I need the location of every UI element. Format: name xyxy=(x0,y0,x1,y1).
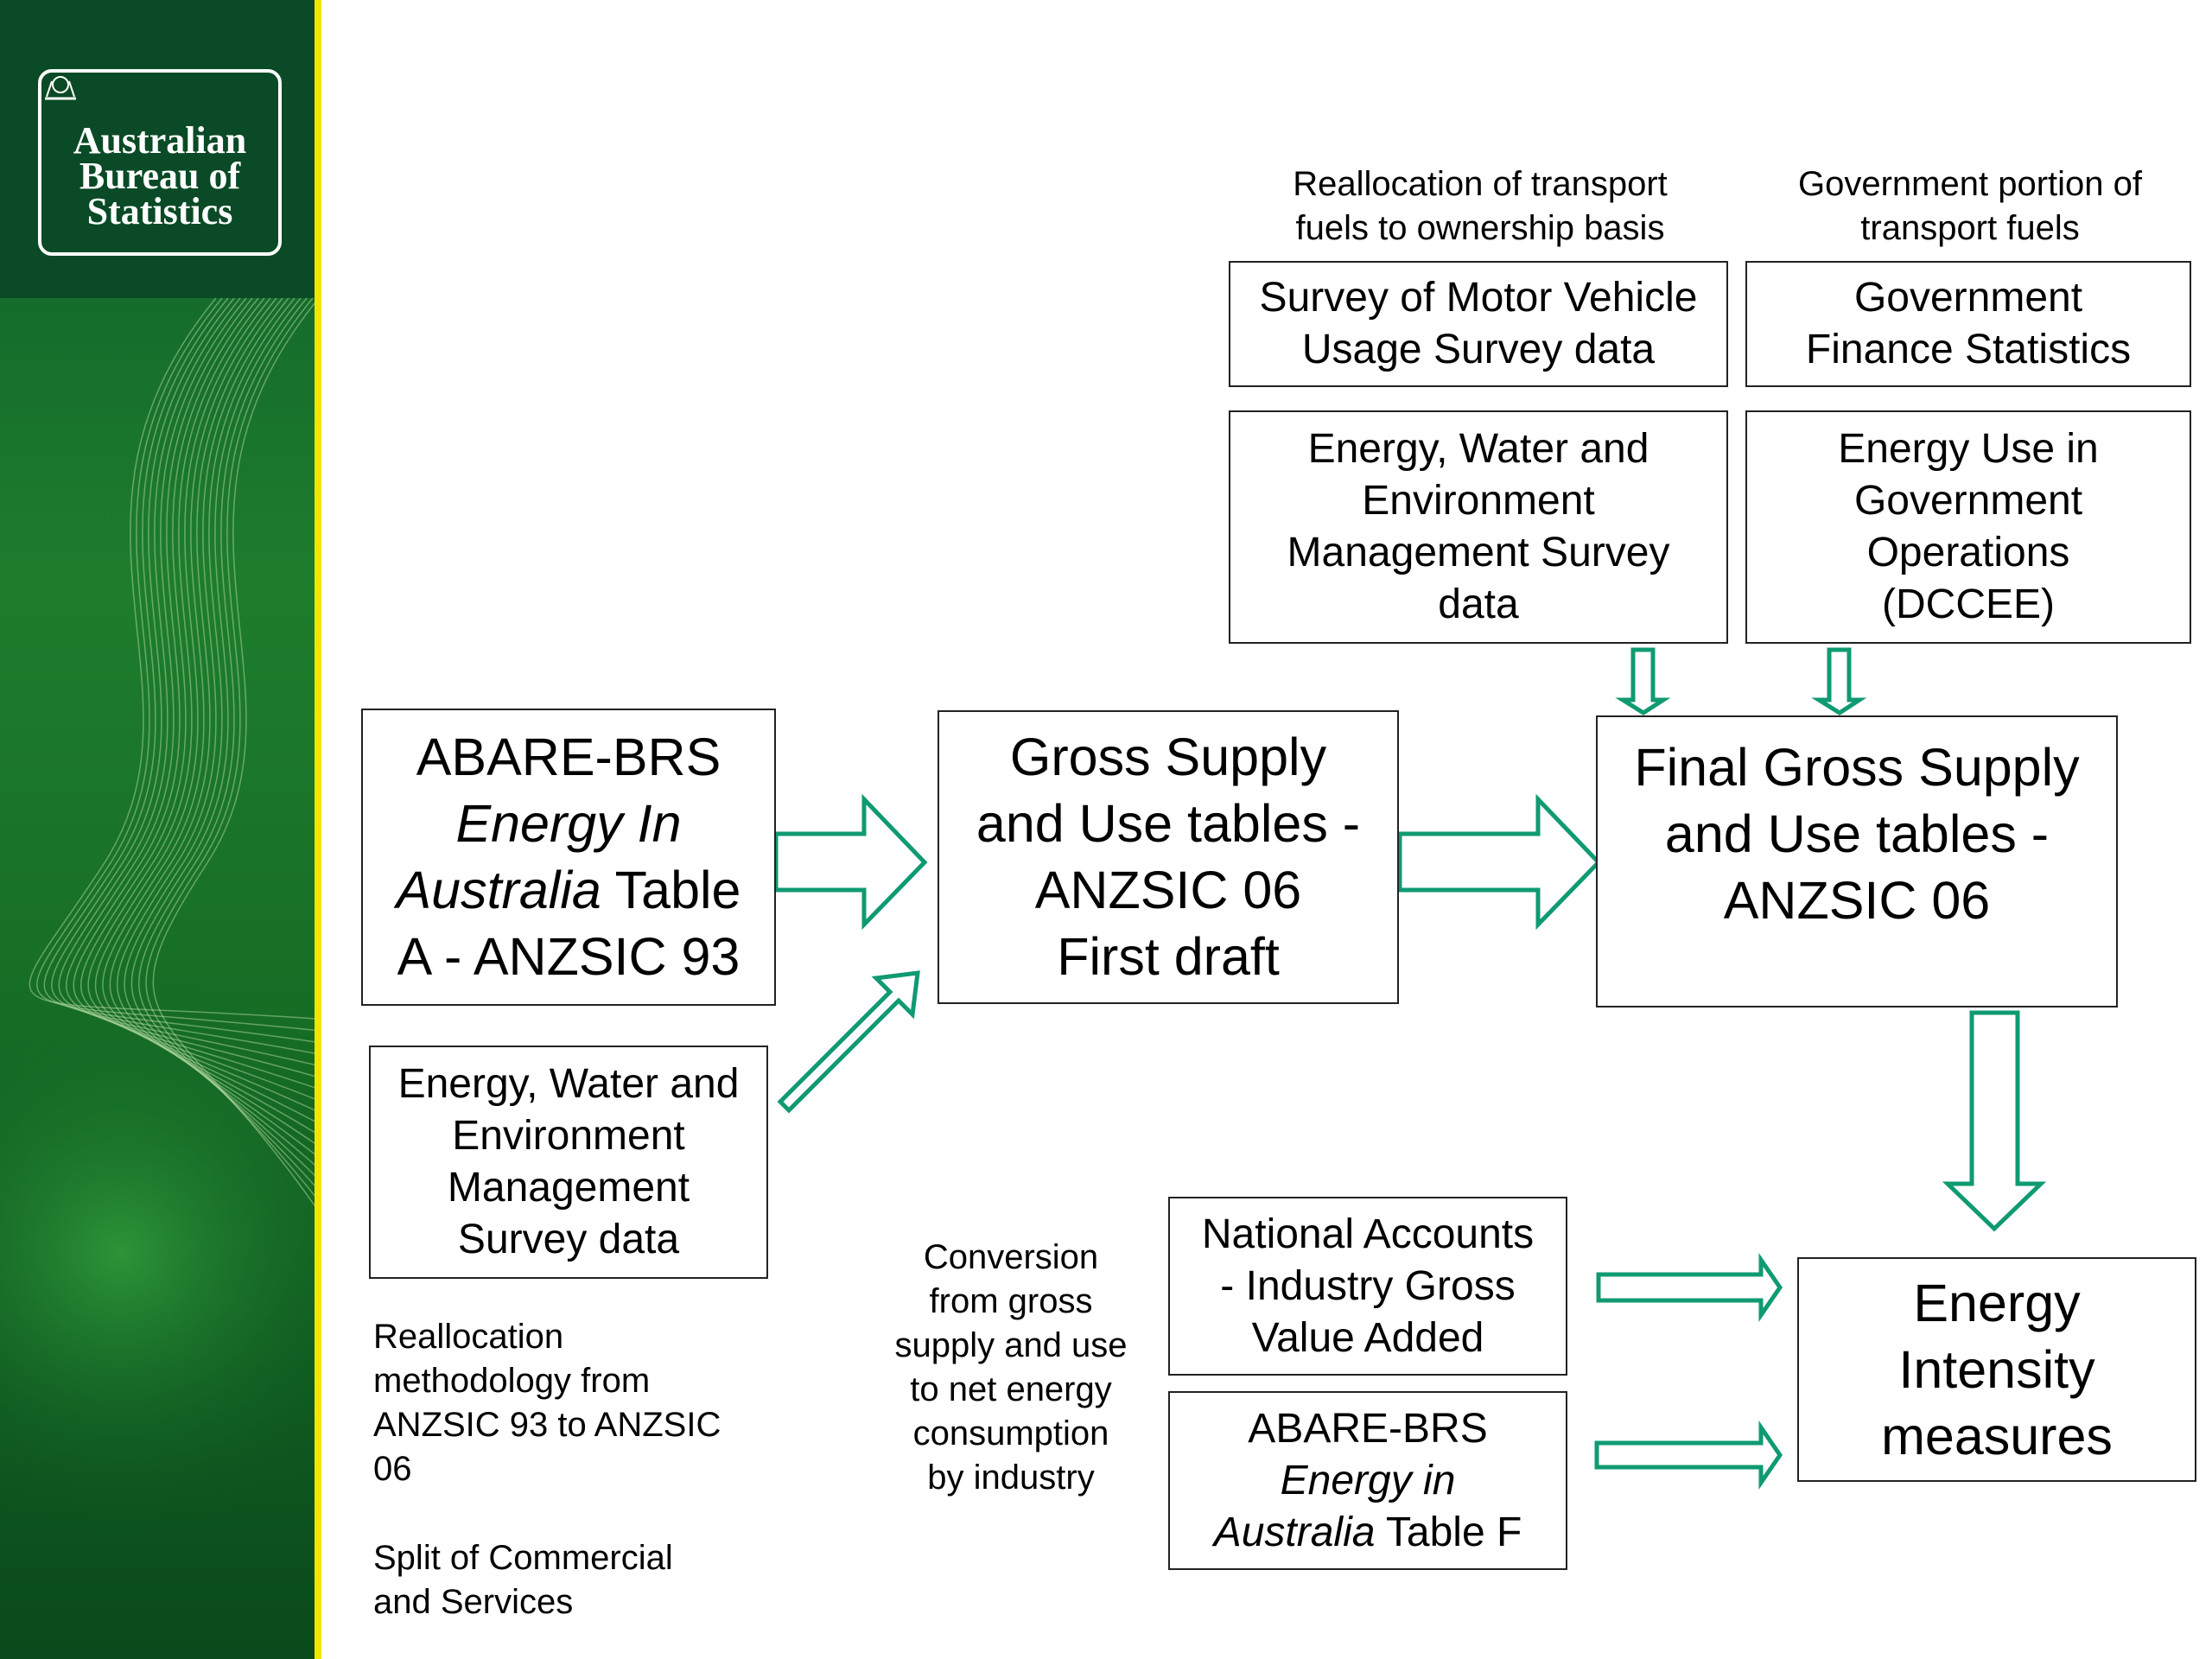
final-gross-supply-box: Final Gross Supply and Use tables - ANZS… xyxy=(1596,715,2118,1007)
government-finance-statistics-box: Government Finance Statistics xyxy=(1745,261,2191,387)
realloc-method-note: Reallocation methodology from ANZSIC 93 … xyxy=(373,1318,721,1488)
gov-portion-note: Government portion of transport fuels xyxy=(1798,165,2142,247)
sidebar-wave-line xyxy=(66,297,321,1079)
sidebar-wave-line xyxy=(124,297,321,1172)
sidebar-wave-line xyxy=(36,297,321,1032)
sidebar-wave-line xyxy=(102,297,321,1138)
abs-logo: Australian Bureau of Statistics xyxy=(38,69,282,256)
abare-table-a-box: ABARE-BRS Energy In Australia Table A - … xyxy=(361,709,776,1006)
arrow-abaref-to-intensity xyxy=(1594,1420,1783,1491)
sidebar-background xyxy=(0,0,321,1659)
sidebar-wave-line xyxy=(43,297,321,1044)
sidebar-wave-line xyxy=(94,297,321,1126)
sidebar-wave-line xyxy=(145,297,321,1206)
gross-supply-first-draft-box: Gross Supply and Use tables - ANZSIC 06 … xyxy=(938,710,1399,1004)
arrow-ewem-to-draft xyxy=(777,970,920,1114)
sidebar-wave-line xyxy=(80,297,321,1103)
sidebar-wave-line xyxy=(109,297,321,1149)
conversion-note: Conversion from gross supply and use to … xyxy=(894,1238,1128,1497)
sidebar-wave-line xyxy=(58,297,321,1067)
sidebar-wave-line xyxy=(130,297,321,1184)
arrow-na-to-intensity xyxy=(1596,1252,1783,1323)
energy-use-government-box: Energy Use in Government Operations (DCC… xyxy=(1745,410,2191,644)
arrow-ewem-top-to-final xyxy=(1615,647,1671,715)
abare-table-f-box: ABARE-BRS Energy in Australia Table F xyxy=(1168,1391,1567,1570)
logo-text: Australian Bureau of Statistics xyxy=(73,119,247,232)
arrow-draft-to-final xyxy=(1397,793,1602,931)
sidebar-banner: Australian Bureau of Statistics xyxy=(0,0,321,1659)
sidebar-wave-line xyxy=(29,297,321,1020)
ewem-survey-top-box: Energy, Water and Environment Management… xyxy=(1229,410,1728,644)
arrow-final-to-intensity xyxy=(1942,1010,2047,1232)
split-commercial-note: Split of Commercial and Services xyxy=(373,1539,673,1621)
ewem-survey-left-box: Energy, Water and Environment Management… xyxy=(369,1046,768,1279)
sidebar-wave-line xyxy=(116,297,321,1160)
sidebar-wave-line xyxy=(87,297,321,1115)
arrow-eugo-to-final xyxy=(1811,647,1867,715)
motor-vehicle-survey-box: Survey of Motor Vehicle Usage Survey dat… xyxy=(1229,261,1728,387)
energy-intensity-box: Energy Intensity measures xyxy=(1797,1257,2196,1482)
sidebar-wave-line xyxy=(152,297,321,1217)
sidebar-wave-line xyxy=(138,297,321,1195)
arrow-abare-to-draft xyxy=(773,793,928,931)
national-accounts-box: National Accounts - Industry Gross Value… xyxy=(1168,1197,1567,1376)
sidebar-wave-line xyxy=(51,297,321,1056)
transport-realloc-note: Reallocation of transport fuels to owner… xyxy=(1293,165,1668,247)
coat-of-arms-icon xyxy=(45,76,76,100)
sidebar-wave-line xyxy=(73,297,321,1091)
